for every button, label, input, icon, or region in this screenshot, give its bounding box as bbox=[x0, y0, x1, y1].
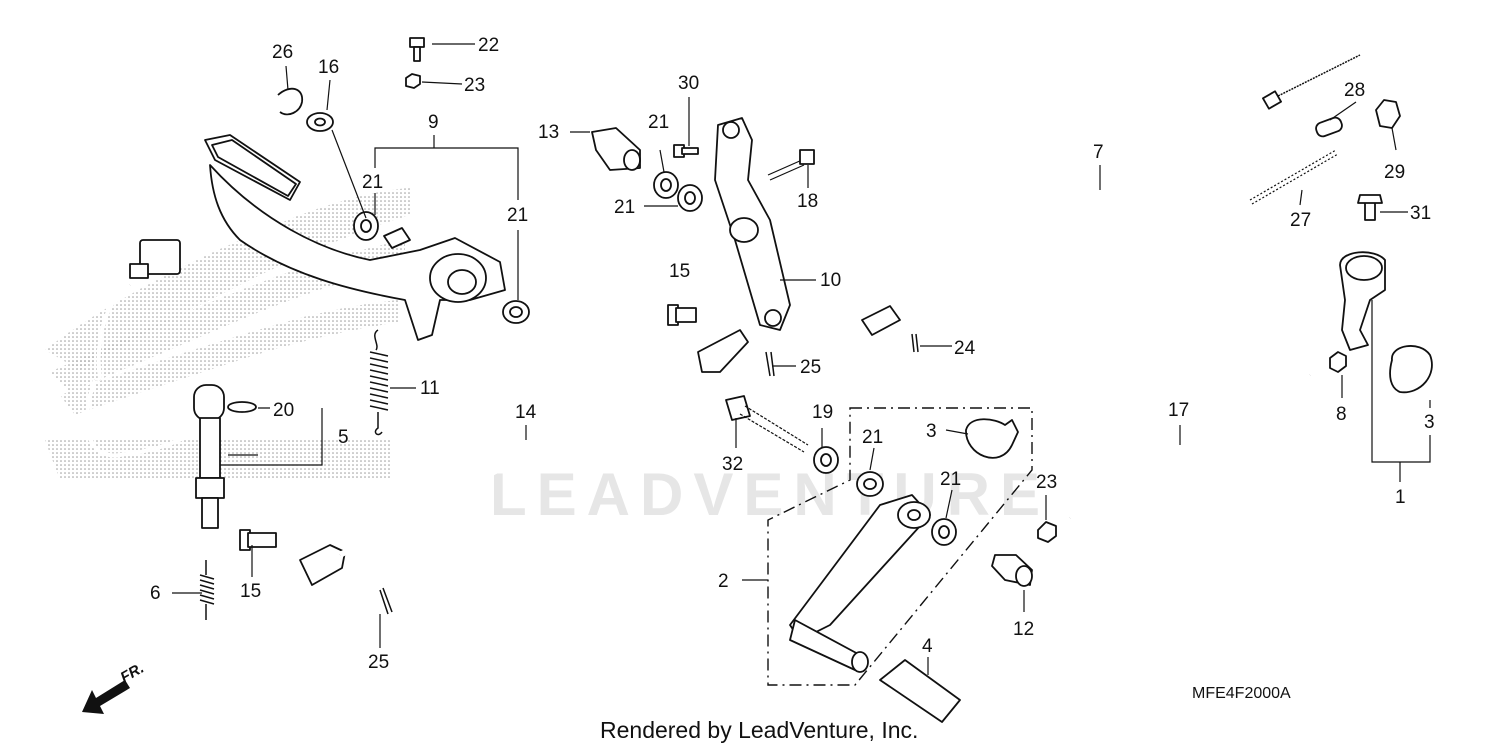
callout-3-right: 3 bbox=[1424, 412, 1435, 433]
callout-17: 17 bbox=[1168, 400, 1189, 421]
peg-rubber bbox=[879, 659, 961, 723]
small-spring bbox=[199, 560, 215, 620]
footer-credit: Rendered by LeadVenture, Inc. bbox=[600, 717, 918, 743]
callout-4: 4 bbox=[922, 636, 933, 657]
collar bbox=[991, 554, 1033, 587]
link-arm bbox=[714, 117, 791, 331]
callout-1: 1 bbox=[1395, 487, 1406, 508]
callout-6: 6 bbox=[150, 583, 161, 604]
shift-joint bbox=[1329, 194, 1433, 394]
callout-7: 7 bbox=[1093, 142, 1104, 163]
callout-8: 8 bbox=[1336, 404, 1347, 425]
watermark: LEADVENTURE bbox=[490, 461, 1050, 528]
callout-23-top: 23 bbox=[464, 75, 485, 96]
callout-3-upper: 3 bbox=[926, 421, 937, 442]
link-bolts bbox=[673, 144, 815, 181]
diagram-code: MFE4F2000A bbox=[1192, 685, 1291, 702]
callout-22: 22 bbox=[478, 35, 499, 56]
callout-16: 16 bbox=[318, 57, 339, 78]
pivot-bolt-washers bbox=[725, 395, 957, 546]
long-rod bbox=[861, 54, 1361, 336]
callout-14: 14 bbox=[515, 402, 537, 423]
clevis-pins bbox=[239, 304, 697, 551]
callout-28: 28 bbox=[1344, 80, 1365, 101]
callout-2: 2 bbox=[718, 571, 729, 592]
callout-10: 10 bbox=[820, 270, 841, 291]
callout-24: 24 bbox=[954, 338, 976, 359]
brake-rod bbox=[299, 329, 749, 586]
callout-19: 19 bbox=[812, 402, 833, 423]
callout-30: 30 bbox=[678, 73, 699, 94]
stop-switch bbox=[85, 239, 257, 529]
callout-labels: 1 2 3 3 4 5 6 7 8 9 10 11 12 13 14 15 15… bbox=[150, 35, 1435, 673]
callout-21-a: 21 bbox=[362, 172, 383, 193]
callout-27: 27 bbox=[1290, 210, 1311, 231]
callout-9: 9 bbox=[428, 112, 439, 133]
callout-21-d: 21 bbox=[614, 197, 635, 218]
callout-11: 11 bbox=[420, 378, 440, 399]
brake-pedal bbox=[204, 134, 506, 341]
callout-20: 20 bbox=[273, 400, 294, 421]
cotter-pins bbox=[379, 333, 919, 615]
clip-and-washer bbox=[277, 87, 334, 132]
callout-21-f: 21 bbox=[940, 469, 961, 490]
callout-23-lower: 23 bbox=[1036, 472, 1057, 493]
callout-32: 32 bbox=[722, 454, 743, 475]
pedal-washers bbox=[353, 211, 530, 324]
rod-end-parts bbox=[1249, 99, 1401, 205]
callout-12: 12 bbox=[1013, 619, 1034, 640]
ball-joint bbox=[965, 418, 1019, 459]
callout-29: 29 bbox=[1384, 162, 1405, 183]
assembly-outline bbox=[767, 407, 1033, 686]
return-spring bbox=[369, 329, 389, 436]
callout-5: 5 bbox=[338, 427, 349, 448]
top-bolt-nut bbox=[405, 37, 425, 89]
callout-13: 13 bbox=[538, 122, 559, 143]
callout-31: 31 bbox=[1410, 203, 1431, 224]
callout-15-lower: 15 bbox=[240, 581, 261, 602]
callout-15-upper: 15 bbox=[669, 261, 690, 282]
callout-25-lower: 25 bbox=[368, 652, 389, 673]
callout-21-c: 21 bbox=[648, 112, 669, 133]
shift-arm bbox=[789, 494, 931, 673]
link-pin-washers bbox=[591, 127, 703, 212]
callout-25-right: 25 bbox=[800, 357, 821, 378]
callout-21-e: 21 bbox=[862, 427, 883, 448]
callout-26: 26 bbox=[272, 42, 293, 63]
front-direction-arrow: FR. bbox=[82, 660, 147, 714]
leader-lines bbox=[172, 43, 1431, 675]
callout-18: 18 bbox=[797, 191, 818, 212]
short-rod bbox=[1037, 373, 1311, 543]
callout-21-b: 21 bbox=[507, 205, 528, 226]
